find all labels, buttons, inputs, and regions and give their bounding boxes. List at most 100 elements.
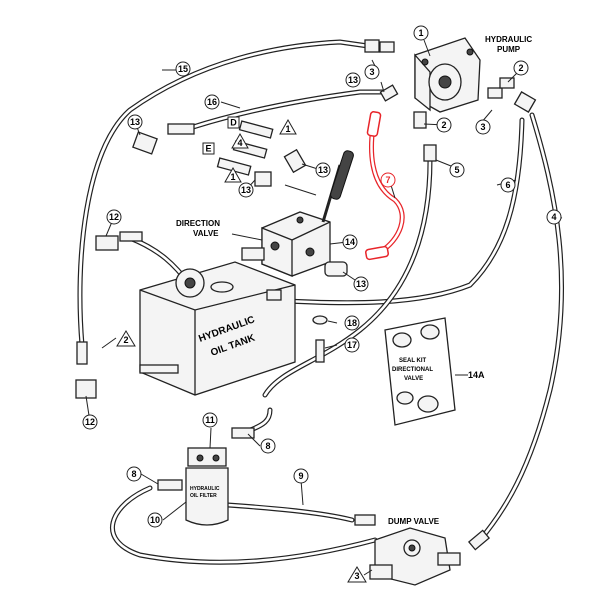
hose-4 <box>477 112 565 543</box>
pump-label-line1: HYDRAULIC <box>485 35 532 44</box>
svg-text:1: 1 <box>230 172 235 182</box>
pump-label-line2: PUMP <box>497 45 521 54</box>
svg-text:8: 8 <box>131 469 136 479</box>
callout-11: 11 <box>202 412 218 428</box>
svg-text:4: 4 <box>237 138 242 148</box>
callout-18: 18 <box>344 315 360 331</box>
seal-kit-line2: DIRECTIONAL <box>392 367 433 373</box>
callout-1: 1 <box>413 25 429 41</box>
callout-5: 5 <box>449 162 465 178</box>
dump-valve: DUMP VALVE <box>354 514 491 586</box>
letter-box-e: E <box>202 142 215 155</box>
hose-end-fitting <box>167 123 195 135</box>
svg-text:1: 1 <box>285 124 290 134</box>
fitting <box>499 77 515 89</box>
triangle-callout-1: 1 <box>224 166 242 183</box>
svg-text:17: 17 <box>347 340 357 350</box>
svg-text:2: 2 <box>441 120 446 130</box>
callout-15: 15 <box>175 61 191 77</box>
svg-text:1: 1 <box>418 28 423 38</box>
fitting <box>379 84 399 102</box>
svg-text:7: 7 <box>385 175 390 185</box>
washer <box>312 315 328 325</box>
svg-text:16: 16 <box>207 97 217 107</box>
svg-text:12: 12 <box>85 417 95 427</box>
oil-filter: HYDRAULIC OIL FILTER <box>157 427 255 526</box>
callout-12: 12 <box>106 209 122 225</box>
callout-8: 8 <box>260 438 276 454</box>
triangle-callout-4: 4 <box>231 132 249 149</box>
callout-7: 7 <box>380 172 396 188</box>
callout-2: 2 <box>436 117 452 133</box>
svg-text:3: 3 <box>354 571 359 581</box>
svg-text:D: D <box>230 118 237 128</box>
hydraulic-oil-tank: HYDRAULIC OIL TANK <box>139 261 296 396</box>
callout-9: 9 <box>293 468 309 484</box>
elbow-fitting <box>75 379 97 399</box>
callout-13: 13 <box>345 72 361 88</box>
triangle-callout-2: 2 <box>116 330 136 347</box>
hose-end-fitting <box>119 231 143 242</box>
hose-16 <box>187 89 386 131</box>
svg-text:5: 5 <box>454 165 459 175</box>
callout-4: 4 <box>546 209 562 225</box>
svg-text:6: 6 <box>505 180 510 190</box>
svg-text:13: 13 <box>348 75 358 85</box>
letter-box-d: D <box>227 116 240 129</box>
hose-5 <box>262 157 433 398</box>
callout-12: 12 <box>82 414 98 430</box>
callout-2: 2 <box>513 60 529 76</box>
triangle-callout-3: 3 <box>347 566 367 583</box>
dump-valve-label: DUMP VALVE <box>388 517 440 526</box>
hose-9 <box>109 485 378 565</box>
hydraulic-pump: HYDRAULIC PUMP <box>414 35 532 113</box>
svg-text:3: 3 <box>480 122 485 132</box>
valve-label-line1: DIRECTION <box>176 219 220 228</box>
callout-16: 16 <box>204 94 220 110</box>
hose-9b <box>225 502 355 523</box>
callout-13: 13 <box>238 182 254 198</box>
elbow-fitting <box>132 131 158 155</box>
valve-handle <box>330 150 354 200</box>
svg-text:10: 10 <box>150 515 160 525</box>
callout-3: 3 <box>475 119 491 135</box>
svg-text:14: 14 <box>345 237 355 247</box>
callout-8: 8 <box>126 466 142 482</box>
bolt <box>315 339 325 363</box>
svg-text:11: 11 <box>205 415 215 425</box>
fitting <box>413 111 427 129</box>
svg-text:13: 13 <box>356 279 366 289</box>
fitting <box>487 87 503 99</box>
callout-3: 3 <box>364 64 380 80</box>
callout-6: 6 <box>500 177 516 193</box>
hose-6 <box>267 117 525 306</box>
seal-kit-line3: VALVE <box>404 376 423 382</box>
elbow-fitting <box>283 148 307 174</box>
fitting <box>379 41 395 53</box>
svg-text:E: E <box>205 144 211 154</box>
svg-text:8: 8 <box>265 441 270 451</box>
filter-label-line2: OIL FILTER <box>190 493 217 499</box>
hose-15 <box>77 39 371 348</box>
hose-end-fitting <box>76 341 88 365</box>
svg-text:9: 9 <box>298 471 303 481</box>
fitting <box>513 91 537 113</box>
svg-text:15: 15 <box>178 64 188 74</box>
hose-end-fitting <box>238 120 274 139</box>
filter-label-line1: HYDRAULIC <box>190 486 220 492</box>
svg-text:13: 13 <box>130 117 140 127</box>
callout-14a: 14A <box>468 370 485 380</box>
elbow-fitting <box>254 171 272 187</box>
callout-10: 10 <box>147 512 163 528</box>
callout-13: 13 <box>127 114 143 130</box>
svg-text:14A: 14A <box>468 370 485 380</box>
callout-17: 17 <box>344 337 360 353</box>
callout-14: 14 <box>342 234 358 250</box>
seal-kit-line1: SEAL KIT <box>399 358 427 364</box>
triangle-callout-1: 1 <box>279 118 297 135</box>
svg-text:3: 3 <box>369 67 374 77</box>
svg-text:13: 13 <box>318 165 328 175</box>
valve-label-line2: VALVE <box>193 229 219 238</box>
